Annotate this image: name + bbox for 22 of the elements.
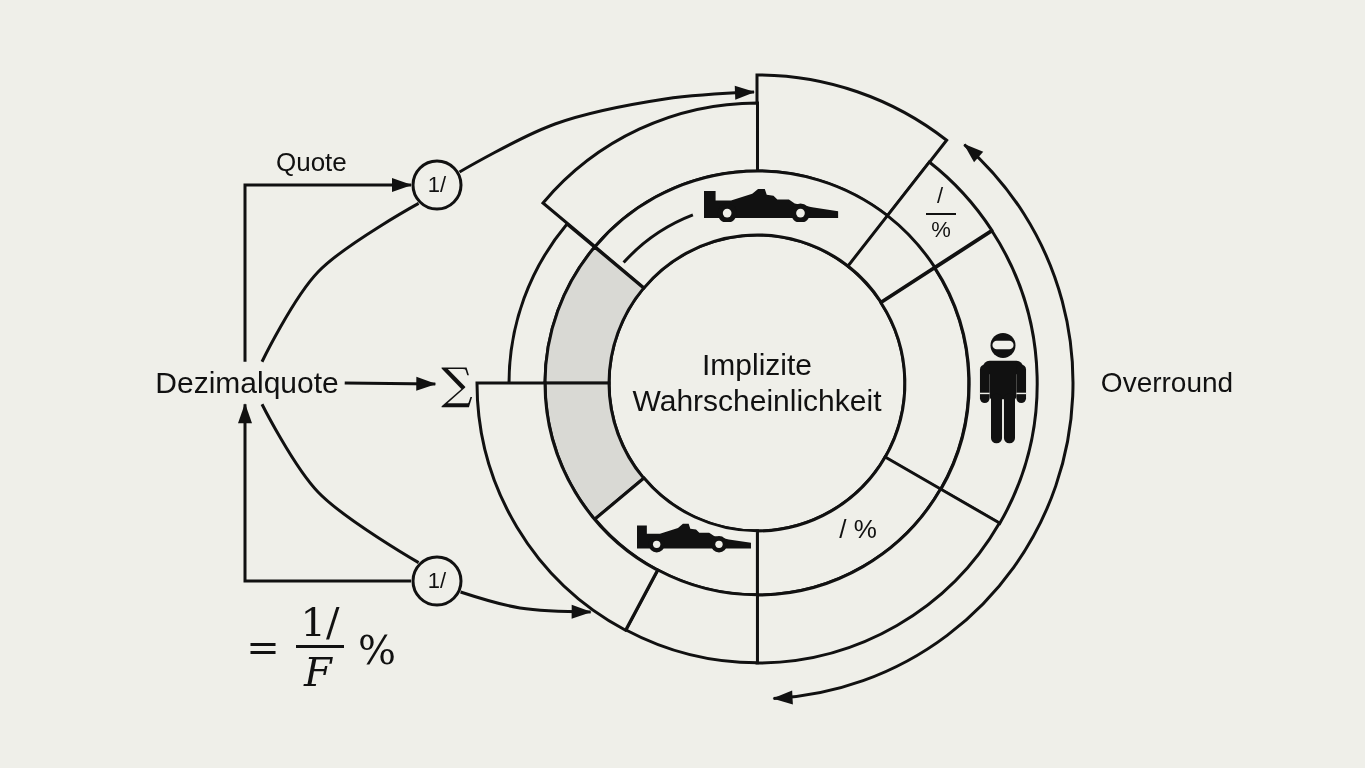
operator-circle xyxy=(411,555,463,607)
arrow xyxy=(243,178,412,362)
arrow xyxy=(460,590,592,619)
arrow xyxy=(238,403,411,583)
measure-label: Overround xyxy=(1100,366,1234,400)
node-text: 1/ xyxy=(427,172,447,198)
formula-text: 1/ xyxy=(300,602,340,642)
formula-text: % xyxy=(358,630,396,670)
formula-text: = xyxy=(246,627,280,667)
node-text: % xyxy=(931,217,951,243)
text-label: Dezimalquote xyxy=(155,365,339,401)
formula-text: F xyxy=(304,652,332,692)
sum-sign: ∑ xyxy=(441,358,473,410)
node-text: / xyxy=(936,183,944,209)
node-text: Implizite Wahrscheinlichkeit xyxy=(631,347,883,419)
node-text: / % xyxy=(839,515,877,545)
ring-segment xyxy=(543,244,646,385)
ring-segment xyxy=(846,160,994,305)
arrow xyxy=(344,376,437,391)
node-text: 1/ xyxy=(427,568,447,594)
operator-circle xyxy=(411,159,463,211)
arrow xyxy=(458,85,755,174)
